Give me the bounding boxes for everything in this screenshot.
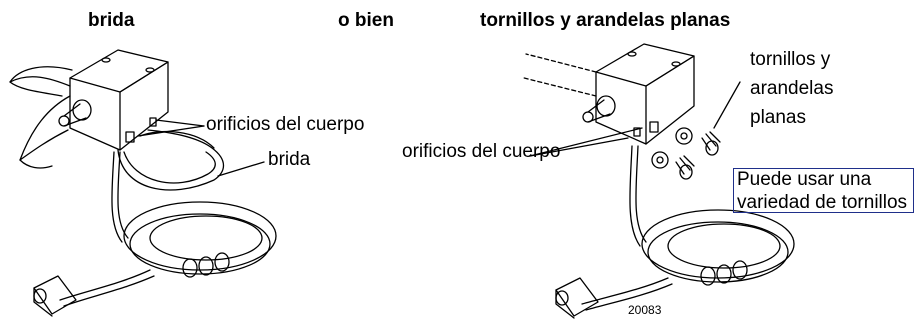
note-line2: variedad de tornillos — [737, 192, 908, 213]
left-callout-holes: orificios del cuerpo — [206, 114, 365, 135]
note-line1: Puede usar una — [737, 169, 872, 190]
left-connector — [33, 275, 77, 317]
note-box: Puede usar una variedad de tornillos — [733, 168, 914, 213]
right-callout-screws-line2: arandelas — [750, 78, 834, 99]
header-right: tornillos y arandelas planas — [480, 10, 731, 31]
left-callout-strap: brida — [268, 149, 311, 170]
right-washers-and-screws — [651, 127, 721, 180]
left-cable — [59, 151, 277, 307]
right-callout-screws-line3: planas — [750, 107, 806, 128]
right-sensor-body — [523, 43, 695, 145]
left-strap — [9, 66, 225, 191]
right-leader-lines — [529, 81, 741, 157]
right-callout-holes: orificios del cuerpo — [402, 141, 561, 162]
left-leader-lines — [137, 119, 265, 177]
figure-number: 20083 — [628, 303, 662, 317]
header-left: brida — [88, 10, 135, 31]
header-middle: o bien — [338, 10, 394, 31]
right-cable — [581, 145, 795, 311]
right-connector — [555, 277, 599, 319]
left-sensor-body — [58, 49, 169, 151]
right-callout-screws-line1: tornillos y — [750, 49, 831, 70]
